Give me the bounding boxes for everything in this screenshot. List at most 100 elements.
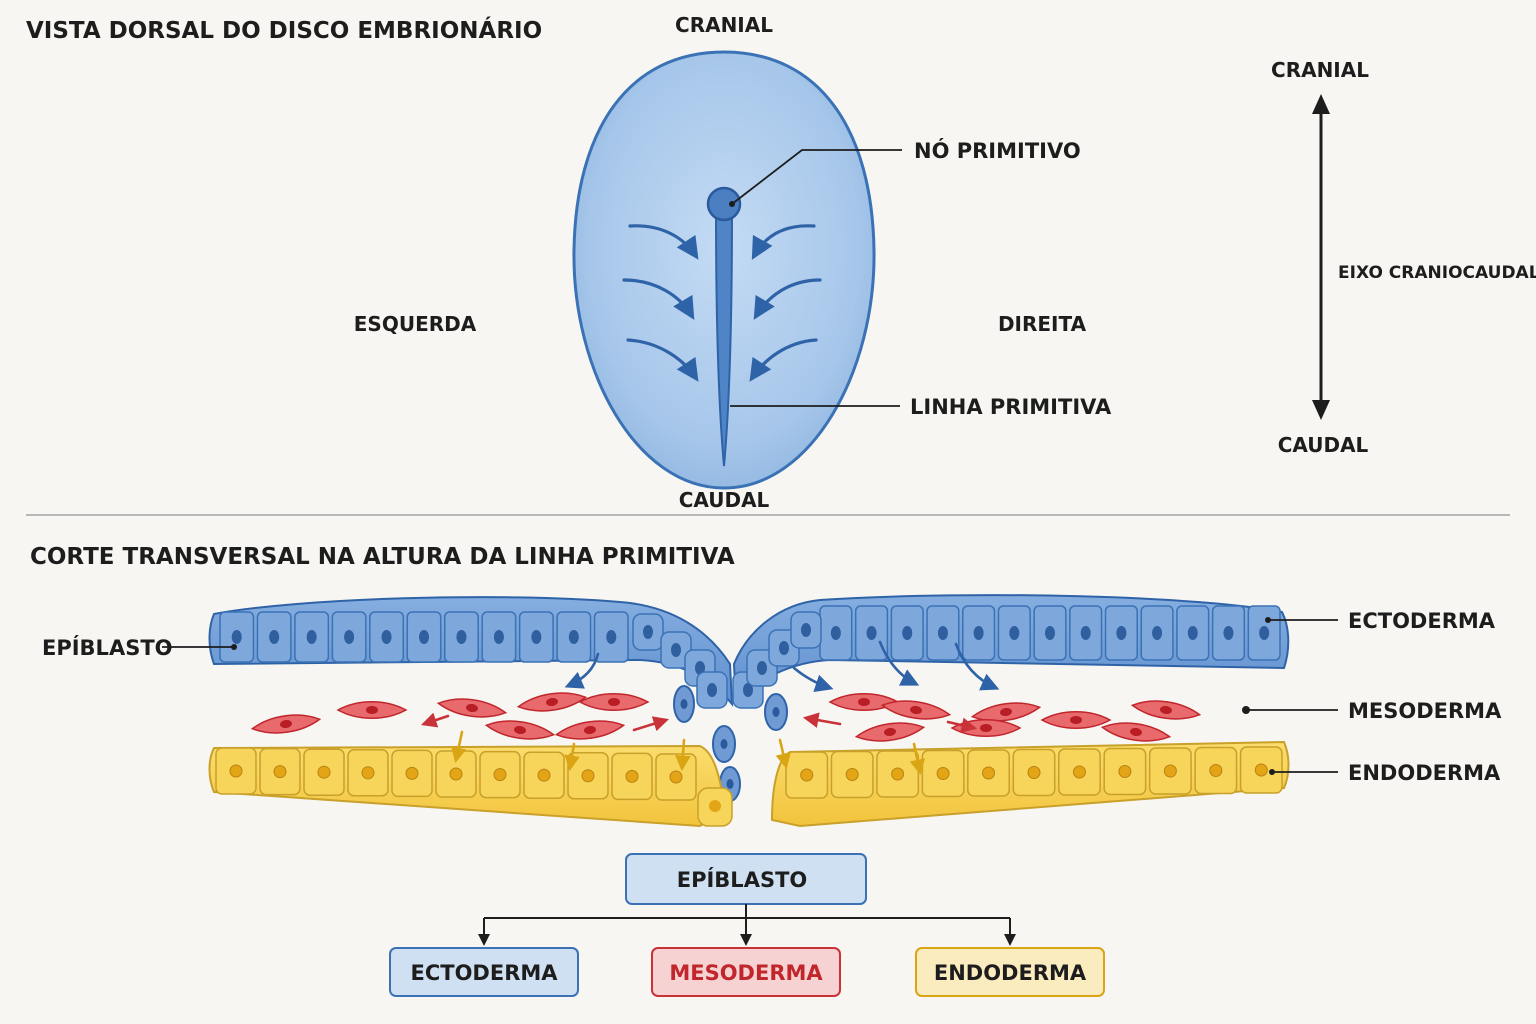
ectoderm-cell-nucleus <box>973 626 984 640</box>
tree-root-label: EPÍBLASTO <box>677 867 808 892</box>
endoderm-cell-nucleus <box>1072 765 1086 779</box>
endoderm-cell-nucleus <box>709 800 721 812</box>
ectoderm-cell-nucleus <box>1152 626 1163 640</box>
mesoderm-cell-nucleus <box>858 698 870 706</box>
epiblast-leader-dot <box>231 644 237 650</box>
endoderm-cell-nucleus <box>273 765 287 779</box>
ectoderm-cell-nucleus <box>757 661 767 675</box>
endoderm-cell-nucleus <box>493 768 507 782</box>
top-title: VISTA DORSAL DO DISCO EMBRIONÁRIO <box>26 16 542 44</box>
axis-caudal-label: CAUDAL <box>1278 433 1369 457</box>
axis-name-label: EIXO CRANIOCAUDAL <box>1338 263 1536 283</box>
tree-arrow-right-icon <box>1004 934 1016 946</box>
endoderm-leader-dot <box>1269 769 1275 775</box>
ectoderm-cell-nucleus <box>1223 626 1234 640</box>
ectoderm-cell-nucleus <box>743 683 753 697</box>
epiblast-migration-arrows <box>564 640 1000 693</box>
mesoderm-cell-nucleus <box>910 705 922 715</box>
axis-arrow-up-icon <box>1312 94 1330 114</box>
ectoderm-cell-nucleus <box>1009 626 1020 640</box>
disc-left-label: ESQUERDA <box>354 312 477 336</box>
disc-leader-lines <box>730 149 902 407</box>
ectoderm-cell-nucleus <box>830 626 841 640</box>
endoderm-cell-nucleus <box>800 768 814 782</box>
mesoderm-cell-nucleus <box>1070 716 1082 724</box>
endoderm-cell-nucleus <box>1118 765 1132 778</box>
mesoderm-cell-nucleus <box>514 725 526 735</box>
ectoderm-cell-nucleus <box>866 626 877 640</box>
mesoderm-cell-nucleus <box>280 719 292 729</box>
ectoderm-cell-nucleus <box>381 630 392 644</box>
mesoderm-cell-nucleus <box>1000 707 1012 717</box>
tree-ectoderm-label: ECTODERMA <box>410 961 558 985</box>
tree-ectoderm-box <box>389 947 579 997</box>
node-leader-dot <box>729 201 735 207</box>
ectoderm-cell-nucleus <box>1187 626 1198 640</box>
endoderm-cell-nucleus <box>1254 763 1268 777</box>
epiblast-label: EPÍBLASTO <box>42 635 173 660</box>
ectoderm-cells <box>219 605 1281 709</box>
endoderm-cell-nucleus <box>449 767 463 781</box>
mesoderm-cells <box>250 692 1202 742</box>
mesoderm-cell-nucleus <box>584 725 596 735</box>
streak-label: LINHA PRIMITIVA <box>910 395 1112 419</box>
mesoderm-label: MESODERMA <box>1348 699 1502 723</box>
ectoderm-cell-nucleus <box>531 630 542 644</box>
endoderm-cell-nucleus <box>317 765 331 779</box>
ectoderm-cell-nucleus <box>231 630 242 644</box>
disc-cranial-label: CRANIAL <box>675 13 773 37</box>
ectoderm-cell-nucleus <box>902 626 913 640</box>
tree-endoderm-box <box>915 947 1105 997</box>
tree-arrow-center-icon <box>740 934 752 946</box>
mesoderm-cell-nucleus <box>1130 727 1142 737</box>
primitive-streak <box>714 209 734 467</box>
endoderm-cell-nucleus <box>625 769 639 783</box>
tree-endoderm-label: ENDODERMA <box>934 961 1087 985</box>
ectoderm-cell-nucleus <box>344 630 355 644</box>
ectoderm-cell-nucleus <box>695 661 705 675</box>
tree-mesoderm-box <box>651 947 841 997</box>
convergence-arrows <box>622 224 822 382</box>
endoderm-cell-nucleus <box>1027 766 1041 779</box>
mesoderm-cell-nucleus <box>980 724 992 732</box>
section-title: CORTE TRANSVERSAL NA ALTURA DA LINHA PRI… <box>30 544 735 570</box>
endoderm-cell-nucleus <box>537 768 551 782</box>
endoderm-cell-nucleus <box>669 770 683 784</box>
ectoderm-label: ECTODERMA <box>1348 609 1496 633</box>
ectoderm-cell-nucleus <box>779 641 789 655</box>
ectoderm-cell-nucleus <box>419 630 429 644</box>
endoderm-cell-nucleus <box>581 769 595 783</box>
mesoderm-cell-nucleus <box>1160 705 1172 715</box>
ectoderm-cell-nucleus <box>493 630 504 644</box>
mesoderm-cell-nucleus <box>366 706 378 714</box>
ectoderm-cell-nucleus <box>937 626 948 640</box>
ectoderm-cell-nucleus <box>568 630 579 644</box>
ectoderm-cell-nucleus <box>606 630 617 644</box>
tree-mesoderm-label: MESODERMA <box>669 961 823 985</box>
ectoderm-cell-nucleus <box>1045 626 1055 640</box>
ectoderm-cell-nucleus <box>801 623 811 637</box>
disc-caudal-label: CAUDAL <box>679 488 770 512</box>
ectoderm-cell-nucleus <box>643 625 653 639</box>
ectoderm-leader-dot <box>1265 617 1271 623</box>
primitive-node <box>706 186 742 222</box>
endoderm-cell-nucleus <box>845 768 859 781</box>
endoderm-cells <box>215 746 1283 827</box>
endoderm-cell-nucleus <box>405 766 419 780</box>
axis-arrow-down-icon <box>1312 400 1330 420</box>
disc-right-label: DIREITA <box>998 312 1087 336</box>
mesoderm-cell-nucleus <box>546 697 558 707</box>
endoderm-cell-nucleus <box>361 766 375 780</box>
ectoderm-cell-nucleus <box>1080 626 1091 640</box>
tree-arrow-left-icon <box>478 934 490 946</box>
ectoderm-cell-nucleus <box>671 643 681 657</box>
ectoderm-cell-nucleus <box>707 683 717 697</box>
mesoderm-cell-nucleus <box>884 727 896 737</box>
node-label: NÓ PRIMITIVO <box>914 138 1081 163</box>
endoderm-cell-nucleus <box>229 764 243 778</box>
ectoderm-cell-nucleus <box>269 630 280 644</box>
ectoderm-cell-nucleus <box>1116 626 1127 640</box>
mesoderm-cell-nucleus <box>608 698 620 706</box>
endoderm-cell-nucleus <box>982 766 996 780</box>
